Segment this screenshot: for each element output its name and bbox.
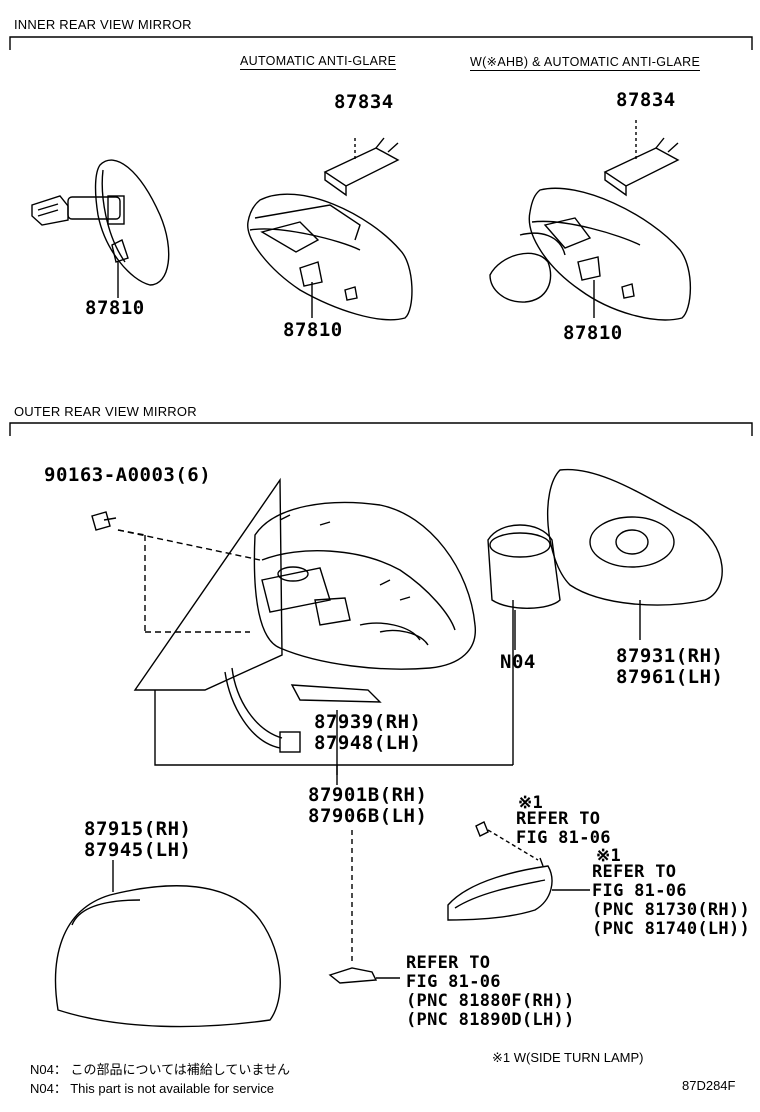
lamp-ref-line1[interactable]: REFER TO <box>592 862 677 882</box>
screw-ref-line1[interactable]: REFER TO <box>516 809 601 829</box>
inner-mirror-basic-drawing <box>31 159 170 298</box>
screw-ref-mark: ※1 <box>518 793 544 813</box>
part-number-cover-auto[interactable]: 87834 <box>334 91 394 113</box>
variant-ahb-anti-glare-heading: W(※AHB) & AUTOMATIC ANTI-GLARE <box>470 55 701 71</box>
inner-mirror-auto-drawing <box>247 137 413 321</box>
screw-ref-line2[interactable]: FIG 81-06 <box>516 828 611 848</box>
lower-lamp-ref-line3[interactable]: (PNC 81880F(RH)) <box>406 991 575 1011</box>
figure-id: 87D284F <box>682 1078 736 1093</box>
lower-lamp-ref-line2[interactable]: FIG 81-06 <box>406 972 501 992</box>
lamp-ref-line3[interactable]: (PNC 81730(RH)) <box>592 900 751 920</box>
part-number-inner-mirror-ahb[interactable]: 87810 <box>563 322 623 344</box>
lower-lamp-ref-line1[interactable]: REFER TO <box>406 953 491 973</box>
part-number-cover-trim-rh[interactable]: 87939(RH) <box>314 711 422 733</box>
lamp-ref-line2[interactable]: FIG 81-06 <box>592 881 687 901</box>
part-number-outer-mirror-lh[interactable]: 87906B(LH) <box>308 805 428 827</box>
inner-section-title: INNER REAR VIEW MIRROR <box>14 17 192 32</box>
inner-mirror-ahb-drawing <box>489 120 691 321</box>
note-n04-japanese: N04： この部品については補給していません <box>30 1062 291 1077</box>
lamp-ref-mark: ※1 <box>596 846 622 866</box>
inner-section-bracket <box>9 36 753 50</box>
note-n04-english: N04： This part is not available for serv… <box>30 1081 274 1096</box>
part-number-inner-mirror-auto[interactable]: 87810 <box>283 319 343 341</box>
outer-mirror-assembly-drawing <box>54 468 723 1028</box>
footnote-side-turn-lamp: ※1 W(SIDE TURN LAMP) <box>492 1050 644 1065</box>
lamp-ref-line4[interactable]: (PNC 81740(LH)) <box>592 919 751 939</box>
outer-section-bracket <box>9 422 753 436</box>
part-number-outer-cover-lh[interactable]: 87945(LH) <box>84 839 192 861</box>
variant-auto-anti-glare-heading: AUTOMATIC ANTI-GLARE <box>240 54 397 70</box>
part-number-inner-mirror-basic[interactable]: 87810 <box>85 297 145 319</box>
part-number-mirror-glass-lh[interactable]: 87961(LH) <box>616 666 724 688</box>
part-number-outer-mirror-rh[interactable]: 87901B(RH) <box>308 784 428 806</box>
part-number-screw[interactable]: 90163-A0003(6) <box>44 464 212 486</box>
lower-lamp-ref-line4[interactable]: (PNC 81890D(LH)) <box>406 1010 575 1030</box>
part-number-motor[interactable]: N04 <box>500 651 536 673</box>
part-number-outer-cover-rh[interactable]: 87915(RH) <box>84 818 192 840</box>
outer-section-title: OUTER REAR VIEW MIRROR <box>14 404 197 419</box>
part-number-mirror-glass-rh[interactable]: 87931(RH) <box>616 645 724 667</box>
part-number-cover-ahb[interactable]: 87834 <box>616 89 676 111</box>
part-number-cover-trim-lh[interactable]: 87948(LH) <box>314 732 422 754</box>
